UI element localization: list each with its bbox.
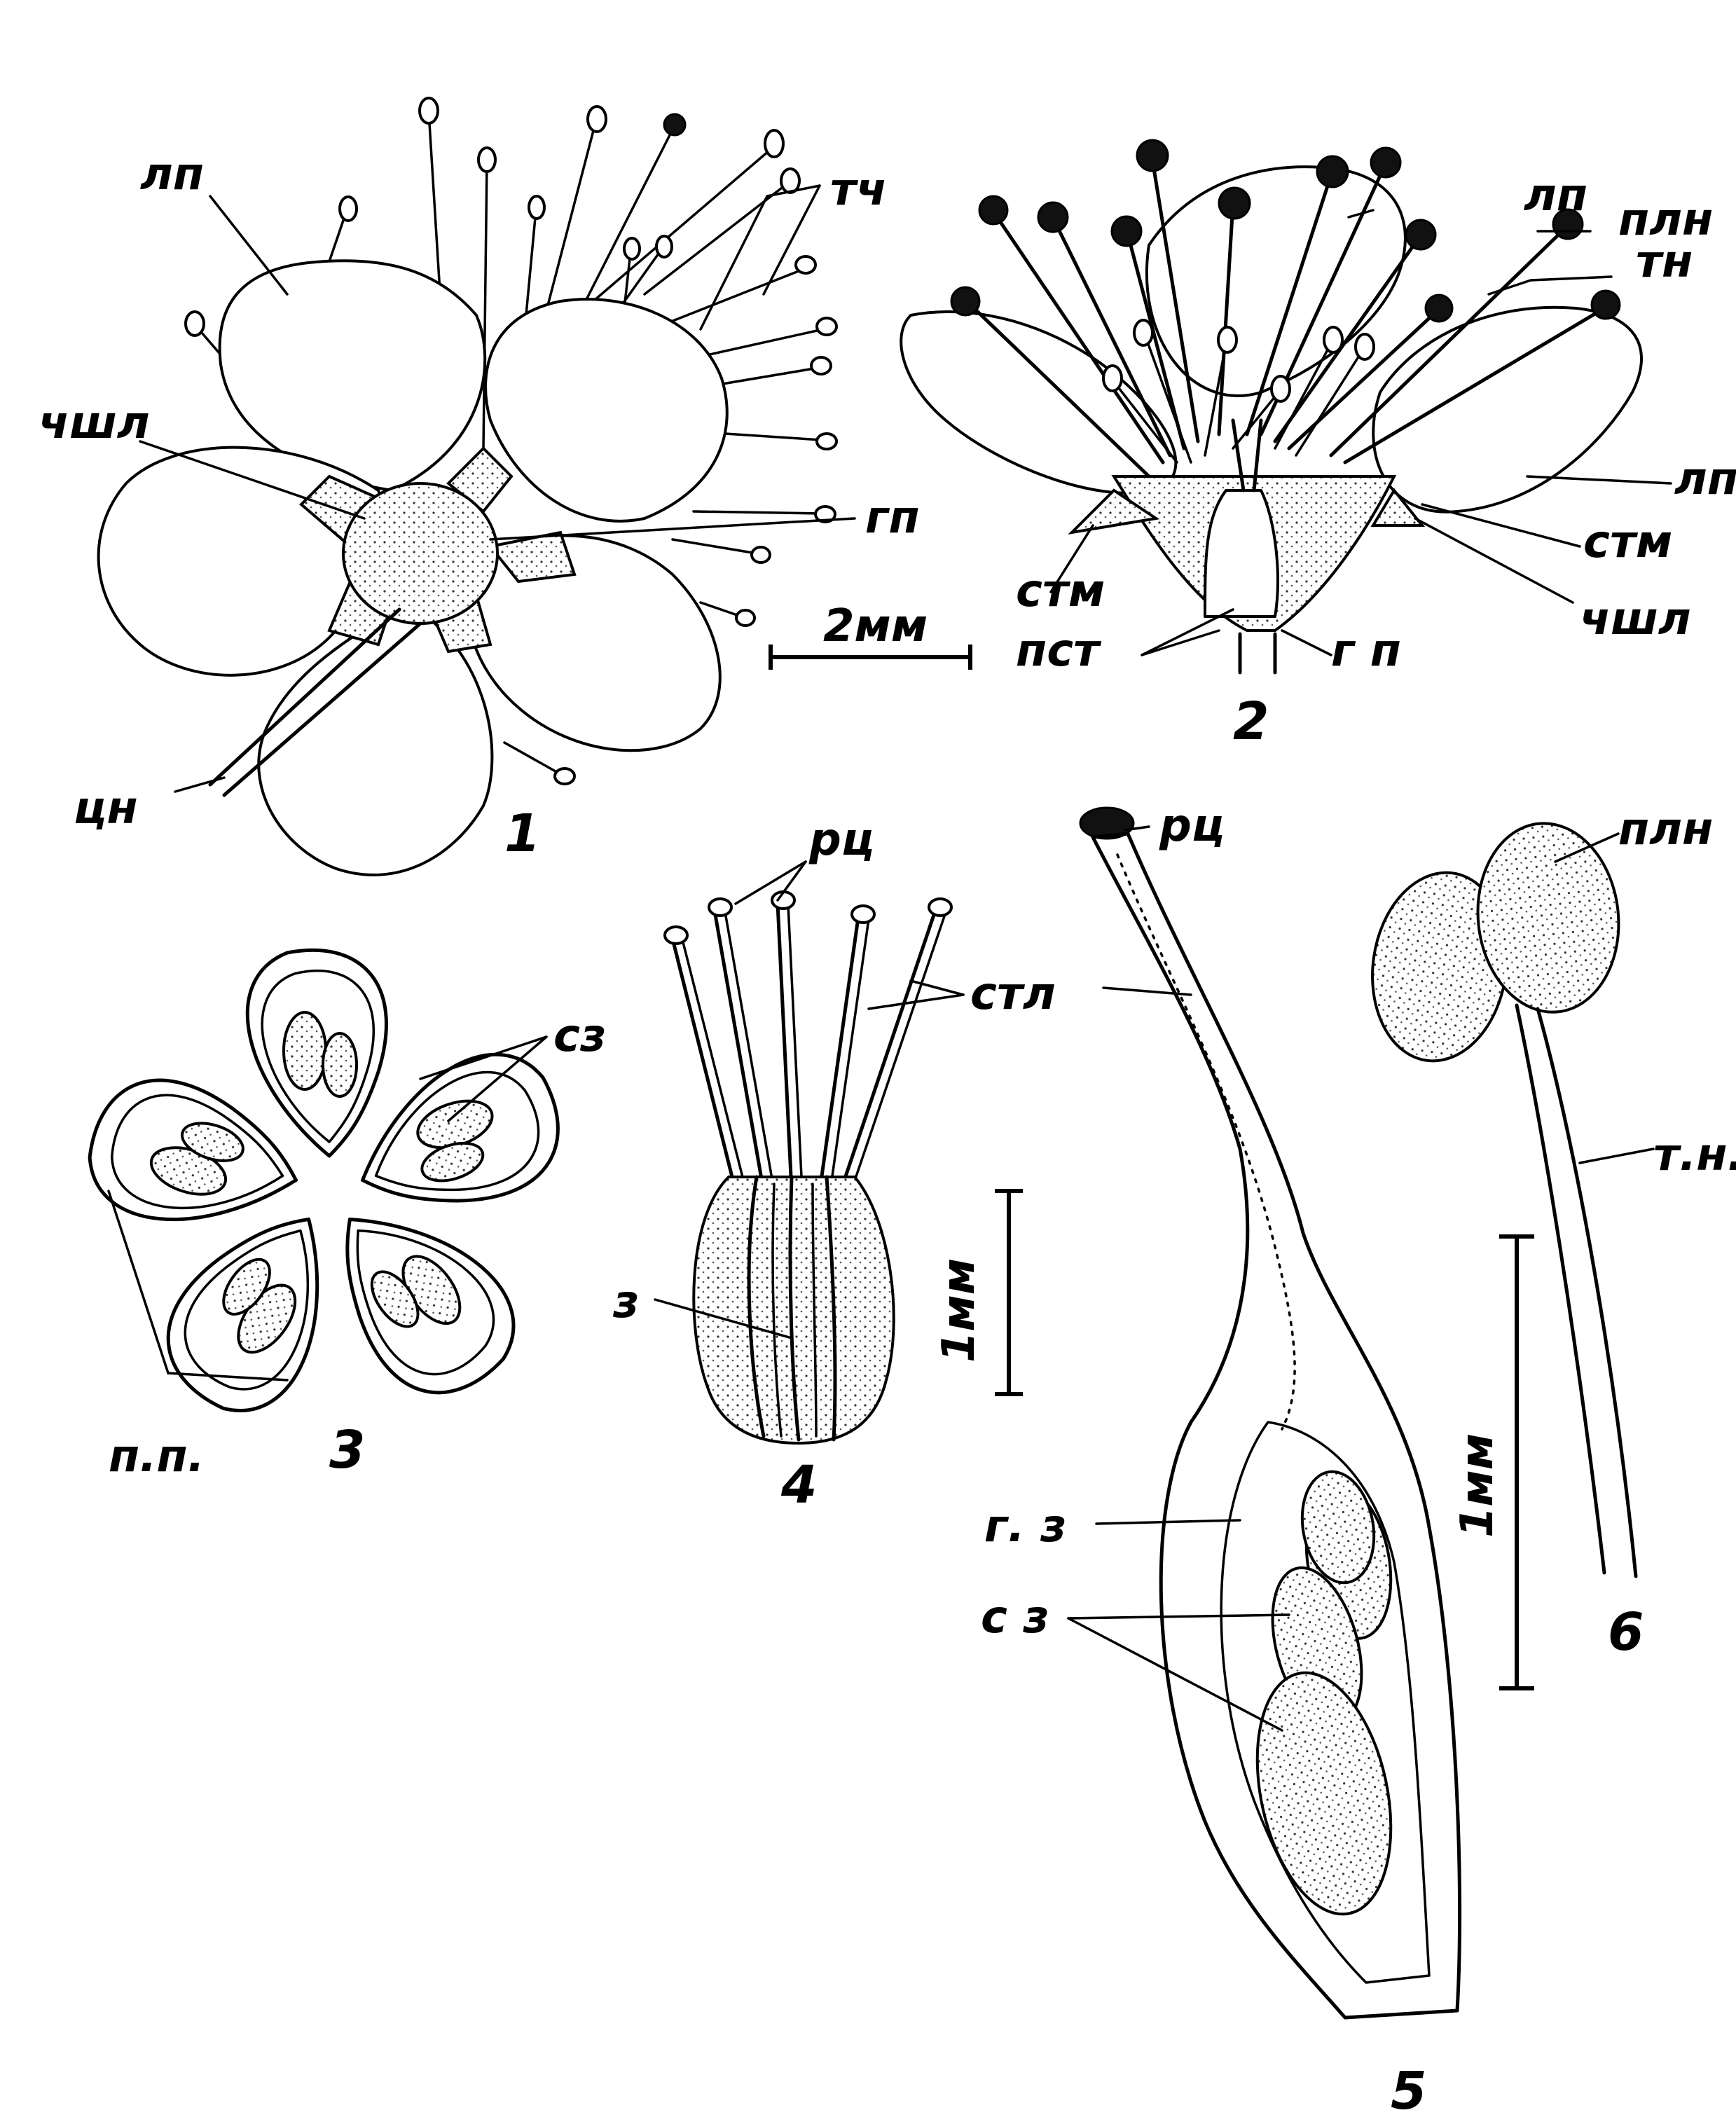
fig2-stamens — [950, 139, 1621, 478]
fig3-locule-top — [245, 948, 388, 1158]
scale-bar-2mm: 2мм — [769, 600, 972, 670]
fig3-label-pp: п.п. — [109, 1431, 205, 1482]
fig2-label-lp-top: лп — [1524, 170, 1587, 221]
scale-bar-1mm-fig4: 1мм — [933, 1189, 1023, 1396]
fig4-number: 4 — [780, 1455, 818, 1515]
figure-3-ovary-cross-section: сз п.п. 3 — [88, 948, 606, 1482]
fig1-center — [208, 446, 577, 797]
fig1-number: 1 — [504, 804, 541, 864]
fig5-label-sz: с з — [981, 1592, 1049, 1644]
fig4-label-rts: рц — [808, 814, 874, 866]
fig3-locule-lower-right — [345, 1217, 516, 1395]
fig5-number: 5 — [1391, 2061, 1427, 2121]
fig2-label-stm-right: стм — [1583, 516, 1672, 568]
fig3-locule-right — [361, 1052, 560, 1203]
fig4-label-z: з — [612, 1276, 639, 1328]
figure-2-flower-section: лп плн тн лп стм чшл стм пст г п 2 — [900, 139, 1736, 752]
fig3-number: 3 — [329, 1420, 366, 1480]
fig2-label-pln: плн — [1618, 194, 1713, 246]
fig3-label-sz: сз — [553, 1010, 606, 1062]
fig6-label-pln: плн — [1618, 804, 1713, 855]
scale-bar-2mm-label: 2мм — [823, 600, 928, 652]
figure-6-stamen: плн т.н. 6 — [1371, 804, 1736, 1662]
fig2-leaders — [1049, 209, 1672, 656]
fig1-petals — [97, 259, 729, 876]
fig1-label-tch: тч — [830, 164, 887, 216]
fig1-leaders — [139, 184, 856, 793]
fig3-locule-lower-left — [166, 1217, 319, 1412]
fig6-number: 6 — [1608, 1602, 1644, 1662]
fig2-label-lp-right: лп — [1674, 453, 1736, 505]
fig5-label-rts: рц — [1159, 800, 1225, 852]
fig1-label-chshl: чшл — [39, 397, 150, 449]
fig2-label-gp: г п — [1331, 625, 1401, 677]
scale-bar-1mm-fig6: 1мм — [1452, 1234, 1534, 1690]
fig1-label-gp: гп — [865, 492, 920, 544]
fig4-label-stl: стл — [970, 968, 1056, 1020]
fig2-label-stm-left: стм — [1016, 565, 1105, 617]
fig2-number: 2 — [1233, 691, 1269, 752]
figure-5-carpel-section: рц стл г. з с з 5 — [981, 800, 1462, 2121]
fig2-label-tn: тн — [1636, 236, 1693, 288]
fig2-label-pst: пст — [1016, 625, 1102, 677]
fig1-label-tsn: цн — [74, 783, 138, 834]
fig3-locule-left — [88, 1078, 298, 1222]
scale-bar-1mm-fig4-label: 1мм — [933, 1258, 985, 1363]
fig6-label-tn: т.н. — [1653, 1129, 1736, 1181]
figure-4-gynoecium: рц стл з 4 — [612, 814, 1056, 1515]
fig1-label-lp: лп — [140, 149, 204, 200]
fig1-stamens — [184, 97, 838, 785]
scale-bar-1mm-fig6-label: 1мм — [1452, 1433, 1503, 1538]
figure-1-flower: лп чшл гп тч цн 1 — [39, 97, 920, 876]
fig2-label-chshl: чшл — [1580, 593, 1691, 645]
fig5-label-gz: г. з — [984, 1501, 1066, 1552]
